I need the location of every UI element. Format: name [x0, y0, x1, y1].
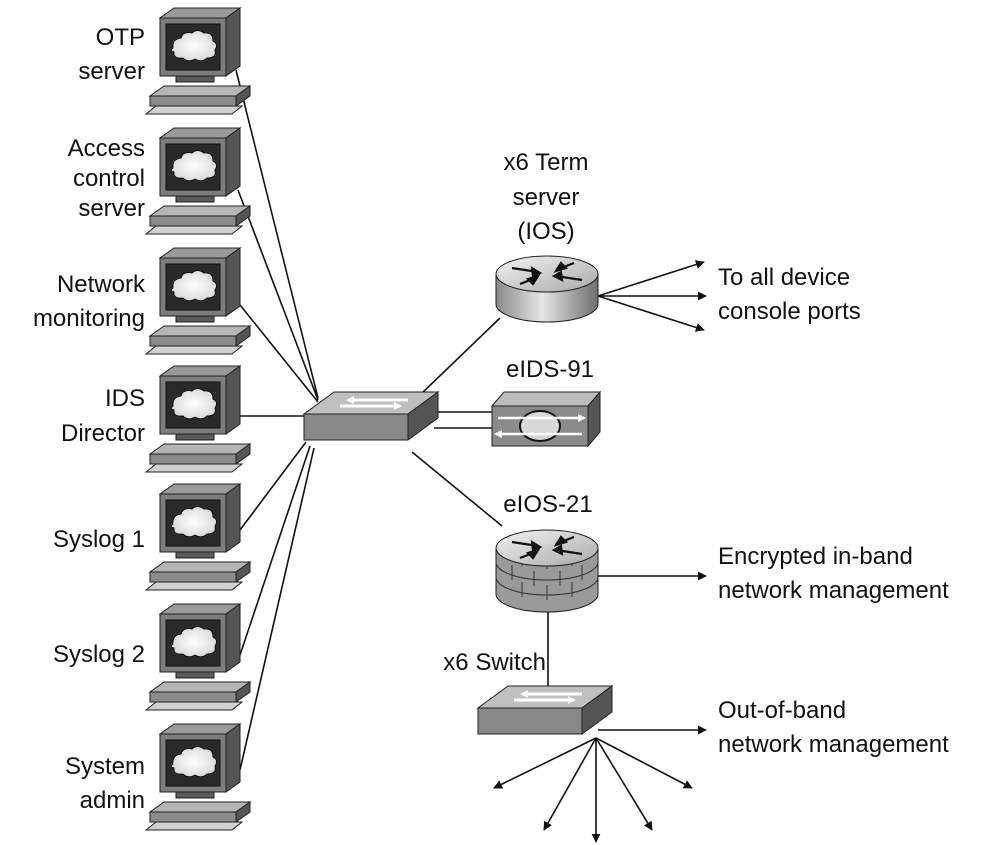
syslog1-label: Syslog 1 — [53, 526, 145, 553]
switch-icon — [302, 390, 440, 442]
device-links — [411, 317, 549, 690]
workstation-network-monitoring — [145, 247, 251, 355]
acs-label-1: Access — [68, 135, 145, 162]
acs-label-3: server — [78, 195, 145, 222]
outofband-label-1: Out-of-band — [718, 697, 846, 724]
term-server-label-1: x6 Term — [504, 149, 589, 176]
x6-switch-label: x6 Switch — [443, 649, 546, 676]
ios-router-label: eIOS-21 — [503, 491, 592, 518]
workstation-system-admin — [145, 723, 251, 831]
ids-sensor: eIDS-91 — [490, 356, 602, 448]
otp-label-1: OTP — [96, 24, 145, 51]
workstation-icon — [145, 365, 251, 473]
console-label-2: console ports — [718, 298, 861, 325]
ios-router: eIOS-21 — [495, 491, 599, 613]
workstation-otp-server — [145, 7, 251, 115]
workstation-syslog-1 — [145, 483, 251, 591]
ids-sensor-icon — [490, 390, 602, 448]
firewall-router-icon — [495, 529, 599, 613]
inband-label-1: Encrypted in-band — [718, 543, 913, 570]
netmon-label-2: monitoring — [33, 305, 145, 332]
console-arrows — [597, 260, 707, 332]
workstation-links — [235, 69, 319, 771]
netmon-label-1: Network — [57, 271, 146, 298]
acs-label-2: control — [73, 165, 145, 192]
ids-sensor-label: eIDS-91 — [506, 356, 594, 383]
sysadmin-label-1: System — [65, 753, 145, 780]
otp-label-2: server — [78, 58, 145, 85]
x6-switch: x6 Switch — [443, 649, 614, 736]
workstation-icon — [145, 483, 251, 591]
workstation-syslog-2 — [145, 603, 251, 711]
workstation-icon — [145, 603, 251, 711]
workstation-icon — [145, 7, 251, 115]
ids-director-label-2: Director — [61, 420, 145, 447]
console-label-1: To all device — [718, 264, 850, 291]
ids-director-label-1: IDS — [105, 385, 145, 412]
inband-label-2: network management — [718, 577, 949, 604]
syslog2-label: Syslog 2 — [53, 641, 145, 668]
workstation-icon — [145, 127, 251, 235]
outofband-arrows — [493, 725, 707, 843]
router-icon — [495, 255, 599, 323]
workstation-icon — [145, 247, 251, 355]
core-switch — [302, 390, 440, 442]
term-server-label-3: (IOS) — [517, 218, 574, 245]
term-server-label-2: server — [513, 184, 580, 211]
sysadmin-label-2: admin — [80, 787, 145, 814]
outofband-label-2: network management — [718, 731, 949, 758]
term-server: x6 Term server (IOS) — [495, 149, 599, 323]
destination-labels: To all device console ports Encrypted in… — [718, 264, 949, 758]
switch-icon — [476, 684, 614, 736]
workstation-access-control-server — [145, 127, 251, 235]
workstation-ids-director — [145, 365, 251, 473]
workstation-icon — [145, 723, 251, 831]
workstation-labels: OTP server Access control server Network… — [33, 24, 146, 814]
